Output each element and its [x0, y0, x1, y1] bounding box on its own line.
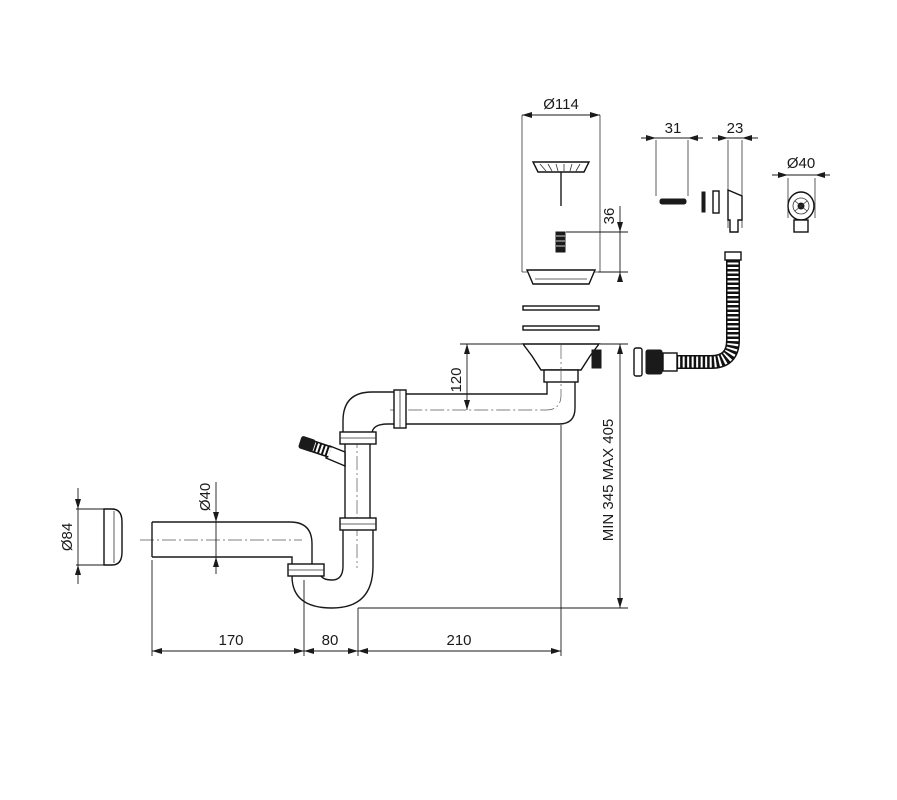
- dim-label-height-range: MIN 345 MAX 405: [600, 419, 617, 542]
- dim-basket-diameter: Ø114: [522, 96, 600, 118]
- end-cap: [103, 508, 123, 566]
- dim-pipe-diameter: Ø40: [197, 482, 219, 574]
- overflow-screw-part: [655, 140, 689, 205]
- dim-label-80: 80: [322, 632, 339, 649]
- strainer-basket-assembly: [521, 115, 602, 383]
- overflow-hose: [633, 251, 742, 377]
- dim-cap-diameter: Ø84: [59, 488, 104, 584]
- dim-label-strainer-depth: 36: [601, 208, 618, 225]
- dim-bottom-chain: 170 80 210: [151, 425, 562, 656]
- dim-label-cap-diameter: Ø84: [59, 523, 76, 551]
- dim-label-170: 170: [218, 632, 243, 649]
- dim-label-overflow-diameter: Ø40: [787, 155, 815, 172]
- dim-overflow-diameter: Ø40: [772, 155, 830, 178]
- dim-label-outlet-height: 120: [448, 367, 465, 392]
- dim-height-range: MIN 345 MAX 405: [358, 343, 628, 609]
- dim-label-screw-length: 31: [665, 120, 682, 137]
- dim-strainer-depth: 36: [566, 206, 628, 282]
- dim-label-fitting-length: 23: [727, 120, 744, 137]
- overflow-fitting-part: [701, 140, 743, 233]
- siphon-pipes: [140, 345, 576, 609]
- overflow-cover-part: [787, 178, 816, 233]
- dim-label-210: 210: [446, 632, 471, 649]
- dim-label-pipe-diameter: Ø40: [197, 483, 214, 511]
- dim-label-basket-diameter: Ø114: [543, 96, 579, 113]
- dim-screw-length: 31: [641, 120, 703, 141]
- dim-fitting-length: 23: [712, 120, 758, 141]
- dim-outlet-height: 120: [448, 343, 522, 410]
